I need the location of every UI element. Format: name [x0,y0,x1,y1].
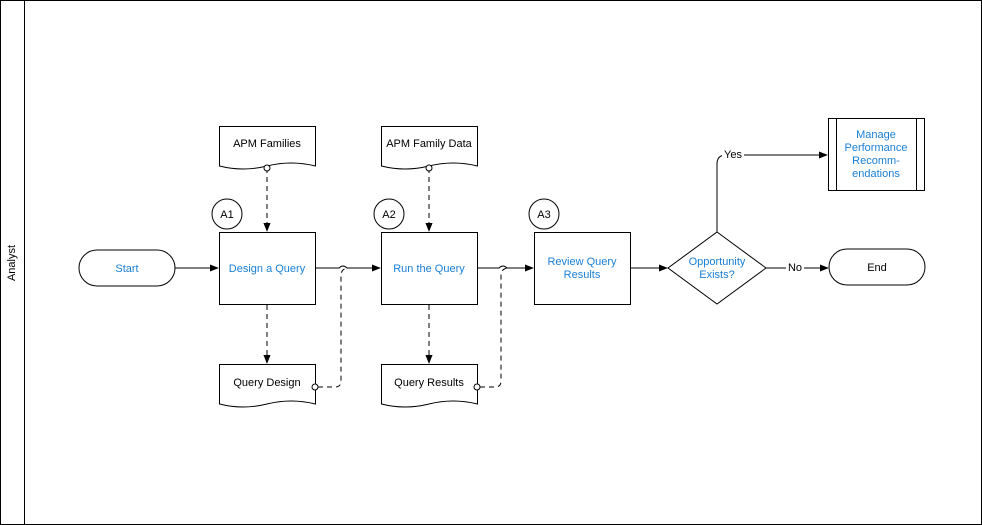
step-a3-label: A3 [537,209,550,221]
edge-run-to-review [477,264,534,272]
connector-origin [311,383,319,391]
doc-query-results-label: Query Results [394,377,464,389]
design-query-label: Design a Query [229,263,306,275]
manage-line-4: endations [852,168,900,180]
step-a2: A2 [373,198,405,230]
doc-query-results[interactable]: Query Results [381,364,478,408]
manage-line-3: Recomm- [852,155,900,167]
run-query-label: Run the Query [393,263,465,275]
start-terminator[interactable]: Start [78,249,176,287]
doc-apm-families[interactable]: APM Families [219,126,316,170]
yes-label-bg [722,148,744,161]
no-label-bg [786,261,804,274]
end-label: End [867,262,887,274]
edge-no-label: No [788,262,802,274]
review-results-line-1: Review Query [547,256,617,268]
doc-apm-family-data[interactable]: APM Family Data [381,126,478,170]
manage-line-1: Manage [856,129,896,141]
data-query-results-to-review [480,267,510,388]
doc-apm-family-data-label: APM Family Data [386,138,472,150]
doc-query-design[interactable]: Query Design [219,364,316,408]
step-a3: A3 [528,198,560,230]
edge-yes-label: Yes [724,149,742,161]
review-results-process[interactable]: Review Query Results [534,232,631,305]
edge-decision-yes [716,151,828,232]
design-query-process[interactable]: Design a Query [219,232,316,305]
data-query-design-to-run [318,267,350,388]
connector-origin [425,164,433,172]
step-a1-label: A1 [220,209,233,221]
swimlane-label: Analyst [6,245,18,281]
review-results-line-2: Results [564,269,601,281]
manage-line-2: Performance [845,142,908,154]
decision-line-1: Opportunity [689,256,746,268]
start-label: Start [115,263,138,275]
step-a1: A1 [211,198,243,230]
run-query-process[interactable]: Run the Query [381,232,478,305]
opportunity-decision[interactable]: Opportunity Exists? [667,231,767,305]
edge-design-to-run [315,264,381,272]
manage-performance-subprocess[interactable]: Manage Performance Recomm- endations [828,118,925,191]
end-terminator[interactable]: End [828,248,926,286]
doc-query-design-label: Query Design [233,377,300,389]
doc-apm-families-label: APM Families [233,138,301,150]
step-a2-label: A2 [382,209,395,221]
connector-origin [473,383,481,391]
connector-origin [263,164,271,172]
decision-line-2: Exists? [699,269,734,281]
